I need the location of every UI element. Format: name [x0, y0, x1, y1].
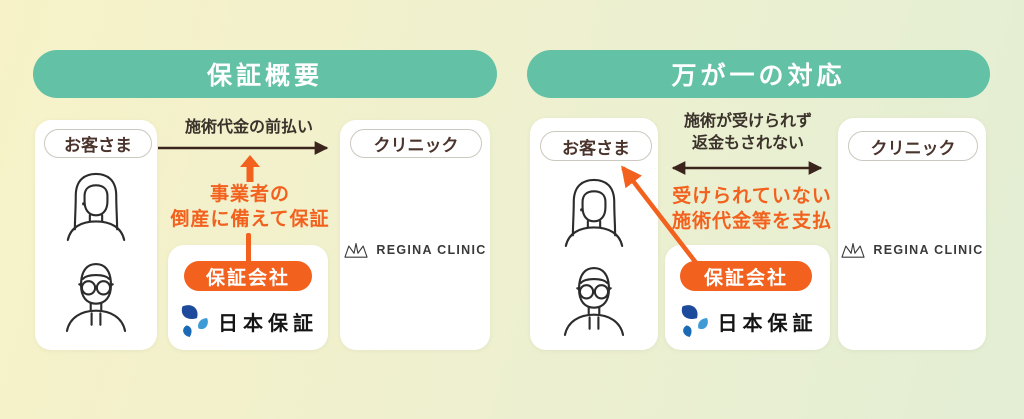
woman-avatar-icon [66, 172, 126, 241]
woman-avatar-icon [564, 178, 624, 247]
payout-note: 受けられていない 施術代金等を支払 [662, 184, 842, 234]
panel-header-guarantee-overview: 保証概要 [33, 50, 497, 98]
clinic-label: クリニック [373, 136, 459, 155]
guarantor-name: 日本保証 [717, 312, 818, 335]
guarantor-pill: 保証会社 [184, 261, 312, 291]
guarantee-note-line2: 倒産に備えて保証 [170, 209, 330, 230]
guarantor-label: 保証会社 [205, 267, 290, 289]
flow-label-line1: 施術が受けられず [683, 113, 812, 130]
clinic-pill: クリニック [350, 129, 482, 158]
customer-pill: お客さま [540, 131, 652, 161]
flow-label-line2: 返金もされない [691, 135, 804, 152]
guarantor-name: 日本保証 [218, 312, 318, 335]
nihon-hosho-pinwheel-icon [681, 305, 708, 337]
customer-label: お客さま [64, 136, 132, 155]
clinic-logo-row: REGINA CLINIC [838, 238, 986, 262]
man-glasses-avatar-icon [65, 262, 127, 332]
guarantor-logo-row: 日本保証 [665, 298, 830, 344]
payout-note-line1: 受けられていない [672, 186, 832, 207]
guarantor-pill: 保証会社 [680, 261, 812, 291]
double-headed-arrow-icon [671, 161, 823, 175]
customer-pill: お客さま [44, 129, 152, 158]
clinic-logo-row: REGINA CLINIC [340, 238, 490, 262]
flow-label-text: 施術代金の前払い [184, 119, 313, 136]
man-glasses-avatar-icon [563, 266, 625, 336]
payout-note-line2: 施術代金等を支払 [671, 211, 832, 232]
clinic-label: クリニック [870, 138, 956, 158]
clinic-name: REGINA CLINIC [376, 243, 487, 257]
connector-line [246, 233, 251, 264]
regina-crown-icon [841, 242, 866, 258]
customer-label: お客さま [562, 138, 630, 158]
guarantee-note-line1: 事業者の [209, 184, 290, 205]
panel-title: 万が一の対応 [671, 62, 846, 90]
right-arrow-icon [158, 141, 329, 155]
clinic-card [340, 120, 490, 350]
guarantor-logo-row: 日本保証 [168, 298, 328, 344]
clinic-pill: クリニック [848, 131, 978, 161]
flow-label: 施術が受けられず 返金もされない [660, 111, 836, 155]
panel-title: 保証概要 [206, 62, 323, 90]
clinic-name: REGINA CLINIC [873, 243, 984, 257]
panel-header-contingency: 万が一の対応 [527, 50, 990, 98]
up-arrow-icon [240, 155, 260, 182]
guarantee-note: 事業者の 倒産に備えて保証 [160, 182, 340, 232]
regina-crown-icon [344, 242, 369, 258]
guarantor-label: 保証会社 [703, 267, 788, 289]
nihon-hosho-pinwheel-icon [181, 305, 208, 337]
flow-label: 施術代金の前払い [158, 117, 340, 139]
